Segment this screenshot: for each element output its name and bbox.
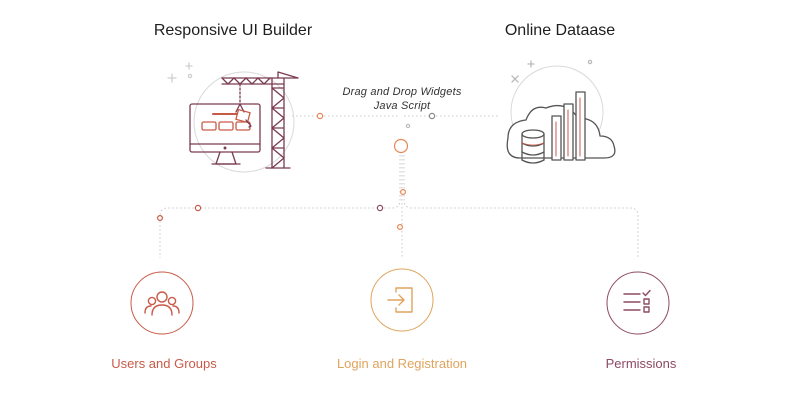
connector-lines [159,115,639,258]
database-illustration [506,59,616,164]
feature-label-users-and-groups: Users and Groups [111,356,217,371]
title-online-database: Online Dataase [504,22,616,39]
connector-nodes [157,112,436,231]
feature-login-and-registration [370,268,434,332]
feature-label-login-and-registration: Login and Registration [336,356,468,371]
line-hub-to-left-branch [159,147,401,258]
login-icon [387,287,413,313]
line-hub-to-right-branch [403,147,639,258]
feature-permissions [606,271,670,335]
feature-label-permissions: Permissions [605,356,677,371]
connector-label-java-script: Java Script [373,100,431,112]
ui-builder-illustration [167,62,299,173]
title-responsive-ui-builder: Responsive UI Builder [153,22,313,39]
users-icon [144,291,180,316]
connector-label-drag-drop: Drag and Drop Widgets [342,86,462,98]
hub-node [393,138,409,154]
feature-users-and-groups [130,271,194,335]
checklist-icon [623,289,651,313]
